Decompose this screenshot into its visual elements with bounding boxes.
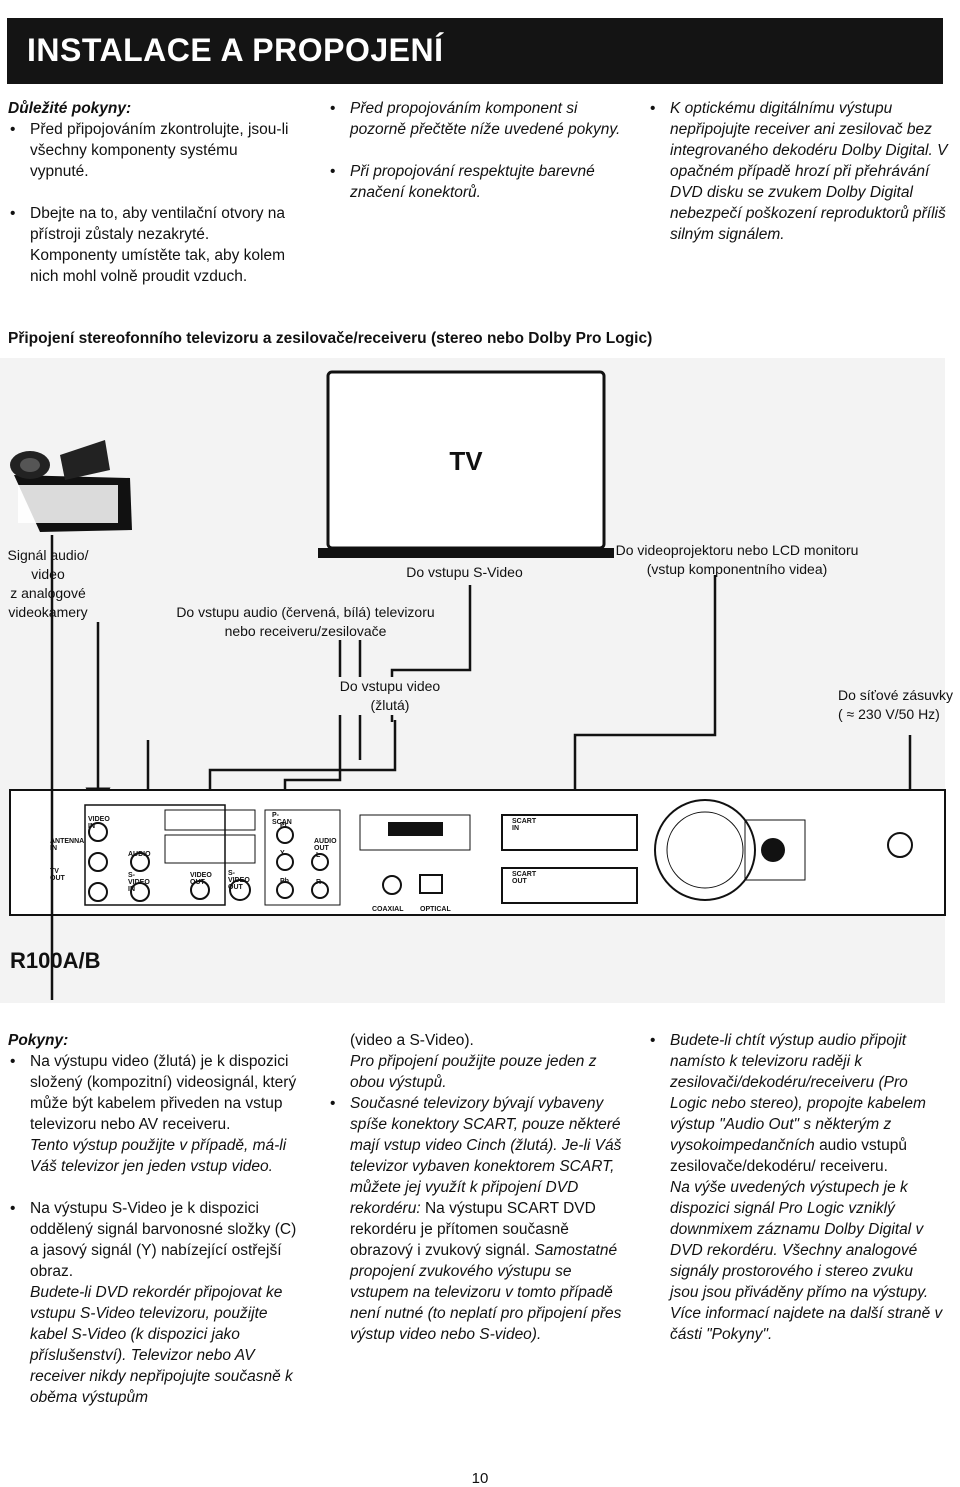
panel-label: SCART IN <box>512 818 537 832</box>
label-camcorder: Signál audio/ video z analogové videokam… <box>0 546 96 622</box>
label-line: videokamery <box>8 604 88 620</box>
label-line: ( ≈ 230 V/50 Hz) <box>838 706 940 722</box>
panel-label: COAXIAL <box>372 906 404 913</box>
panel-label: Y <box>280 850 285 857</box>
important-item: Před propojováním komponent si pozorně p… <box>328 98 623 140</box>
panel-label: VIDEO IN <box>88 816 110 830</box>
notes-text-italic: Samostatné propojení zvukového výstupu s… <box>350 1242 622 1343</box>
label-line: Do videoprojektoru nebo LCD monitoru <box>615 542 859 558</box>
label-line: Do vstupu audio (červená, bílá) televizo… <box>176 604 435 620</box>
panel-frame <box>9 789 946 916</box>
important-item: K optickému digitálnímu výstupu nepřipoj… <box>648 98 948 245</box>
notes-continuation: (video a S-Video). Pro připojení použijt… <box>328 1030 628 1093</box>
camcorder-icon <box>10 440 132 532</box>
label-line: Signál audio/ <box>7 547 89 563</box>
label-line: (žlutá) <box>370 697 410 713</box>
notes-text-italic: Pro připojení použijte pouze jeden z obo… <box>350 1053 597 1091</box>
label-line: nebo receiveru/zesilovače <box>224 623 387 639</box>
important-col-1: Důležité pokyny: Před připojováním zkont… <box>8 98 298 287</box>
label-line: video <box>31 566 65 582</box>
notes-col-3: Budete-li chtít výstup audio připojit na… <box>648 1030 943 1345</box>
panel-label: AUDIO OUT <box>314 838 337 852</box>
notes-text: Na výstupu video (žlutá) je k dispozici … <box>30 1053 297 1133</box>
rear-panel <box>9 789 946 916</box>
panel-label: ANTENNA IN <box>50 838 84 852</box>
notes-text: Na výstupu SCART DVD rekordéru je přítom… <box>350 1200 596 1259</box>
panel-label: TV OUT <box>50 868 65 882</box>
notes-text-italic: Budete-li chtít výstup audio připojit na… <box>670 1032 926 1154</box>
notes-item: Na výstupu video (žlutá) je k dispozici … <box>8 1051 298 1177</box>
model-name: R100A/B <box>10 948 101 973</box>
section-title: Připojení stereofonního televizoru a zes… <box>8 330 653 347</box>
panel-label: VIDEO OUT <box>190 872 212 886</box>
notes-item: Na výstupu S-Video je k dispozici odděle… <box>8 1198 298 1408</box>
label-line: Do vstupu video <box>339 678 441 694</box>
notes-text-italic: Na výše uvedených výstupech je k dispozi… <box>670 1179 943 1343</box>
important-item: Před připojováním zkontrolujte, jsou-li … <box>8 119 298 182</box>
page-title: INSTALACE A PROPOJENÍ <box>27 32 444 68</box>
important-col-2: Před propojováním komponent si pozorně p… <box>328 98 623 203</box>
panel-label: OPTICAL <box>420 906 451 913</box>
notes-text-italic: Tento výstup použijte v případě, má-li V… <box>30 1137 287 1175</box>
page-header: INSTALACE A PROPOJENÍ <box>7 18 943 84</box>
panel-label: S-VIDEO IN <box>128 872 150 893</box>
tv-base <box>318 548 614 558</box>
notes-text: Na výstupu S-Video je k dispozici odděle… <box>30 1200 297 1280</box>
panel-label: P-SCAN <box>272 812 292 826</box>
notes-text: (video a S-Video). <box>350 1032 474 1049</box>
panel-label: Pb <box>280 878 289 885</box>
important-item: Dbejte na to, aby ventilační otvory na p… <box>8 203 298 287</box>
label-line: z analogové <box>10 585 86 601</box>
label-line: Do síťové zásuvky <box>838 687 953 703</box>
notes-heading: Pokyny: <box>8 1032 69 1049</box>
page-number: 10 <box>471 1470 489 1487</box>
label-audio: Do vstupu audio (červená, bílá) televizo… <box>168 603 443 641</box>
notes-item: Současné televizory bývají vybaveny spíš… <box>328 1093 628 1345</box>
tv-label: TV <box>449 446 483 476</box>
important-item: Při propojování respektujte barevné znač… <box>328 161 623 203</box>
panel-label: S-VIDEO OUT <box>228 870 250 891</box>
panel-label: R <box>316 879 322 886</box>
important-col-3: K optickému digitálnímu výstupu nepřipoj… <box>648 98 948 245</box>
label-line: (vstup komponentního videa) <box>646 561 828 577</box>
label-svideo: Do vstupu S-Video <box>406 564 523 580</box>
panel-label: AUDIO <box>128 851 151 858</box>
notes-col-1: Pokyny: Na výstupu video (žlutá) je k di… <box>8 1030 298 1408</box>
panel-label: SCART OUT <box>512 871 537 885</box>
notes-text: audio vstupů zesilovače/dekodéru/ receiv… <box>670 1137 907 1175</box>
panel-label: L <box>316 852 321 859</box>
notes-text-italic: Budete-li DVD rekordér připojovat ke vst… <box>30 1284 293 1406</box>
notes-col-2: (video a S-Video). Pro připojení použijt… <box>328 1030 628 1345</box>
notes-text-italic: Současné televizory bývají vybaveny spíš… <box>350 1095 622 1217</box>
panel-label: Pr <box>280 822 288 829</box>
label-power: Do síťové zásuvky ( ≈ 230 V/50 Hz) <box>838 686 960 724</box>
important-heading: Důležité pokyny: <box>8 100 132 117</box>
notes-item: Budete-li chtít výstup audio připojit na… <box>648 1030 943 1345</box>
projector-line <box>573 575 717 790</box>
label-video: Do vstupu video (žlutá) <box>330 677 450 715</box>
label-projector: Do videoprojektoru nebo LCD monitoru (vs… <box>612 541 862 579</box>
